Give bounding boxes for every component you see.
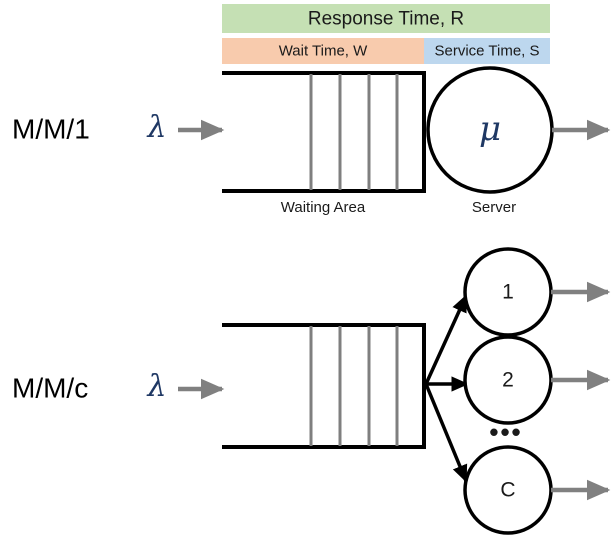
service-time-bar-label: Service Time, S [434, 42, 539, 59]
mmc-waiting-area-box [222, 323, 426, 449]
wait-time-bar-label: Wait Time, W [279, 42, 368, 59]
response-time-bar-label: Response Time, R [308, 9, 464, 30]
mmc-model-label: M/M/c [12, 372, 88, 403]
mmc-arrival-rate-lambda: λ [146, 369, 166, 404]
mm1-arrival-rate-lambda: λ [146, 110, 166, 145]
mm1-server-label: Server [472, 199, 516, 216]
response-time-bar [222, 4, 550, 33]
mmc-routing-arrow-3 [424, 383, 468, 483]
mm1-group: M/M/1 λ Waiting Area μ Server [12, 66, 611, 216]
mm1-waiting-area-label: Waiting Area [281, 199, 366, 216]
mmc-routing-arrow-1 [424, 294, 468, 385]
mm1-waiting-area-box [222, 71, 426, 193]
mm1-model-label: M/M/1 [12, 113, 90, 144]
mmc-server-label-2: 2 [502, 369, 514, 392]
mmc-servers-ellipsis: ••• [489, 417, 522, 447]
mmc-group: M/M/c λ 1 2 [12, 247, 611, 535]
mmc-server-label-1: 1 [502, 281, 514, 304]
mm1-service-rate-mu: μ [479, 109, 501, 149]
wait-time-bar [222, 38, 424, 64]
time-bars-group: Response Time, R Wait Time, W Service Ti… [222, 4, 550, 64]
service-time-bar [424, 38, 550, 64]
mmc-server-label-c: C [500, 479, 515, 502]
